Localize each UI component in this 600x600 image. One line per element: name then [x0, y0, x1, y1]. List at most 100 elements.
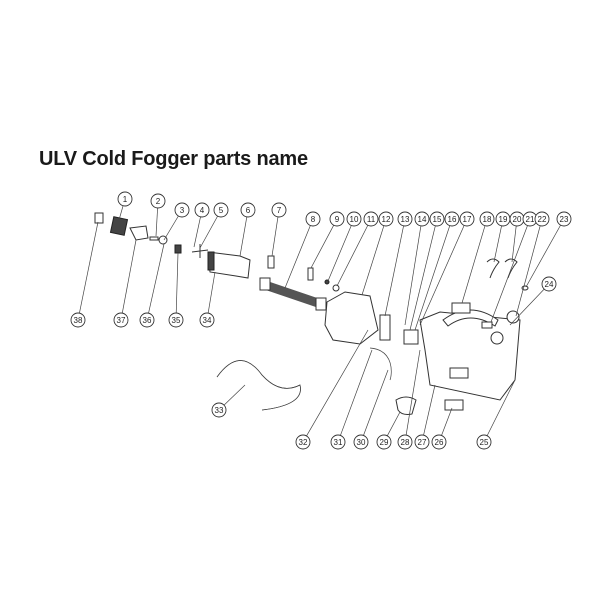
part-power-cord [369, 347, 392, 381]
leader-line [155, 207, 158, 237]
leader-line [509, 288, 545, 326]
leader-line [493, 225, 502, 263]
callout-circle [329, 211, 345, 227]
callout-33: 33 [211, 402, 227, 418]
callout-number: 12 [382, 215, 391, 224]
callout-number: 34 [203, 316, 212, 325]
callout-8: 8 [305, 211, 321, 227]
part-corrugated-hose [263, 280, 320, 308]
callout-29: 29 [376, 434, 392, 450]
callout-number: 13 [401, 215, 410, 224]
callout-number: 36 [143, 316, 152, 325]
callout-20: 20 [509, 211, 525, 227]
callout-circle [444, 211, 460, 227]
callout-circle [363, 211, 379, 227]
callout-circle [414, 211, 430, 227]
callout-circle [431, 434, 447, 450]
callout-22: 22 [534, 211, 550, 227]
callout-36: 36 [139, 312, 155, 328]
callout-11: 11 [363, 211, 379, 227]
callout-37: 37 [113, 312, 129, 328]
part-33-hose [216, 360, 301, 411]
callout-number: 37 [117, 316, 126, 325]
callout-number: 9 [335, 215, 340, 224]
callout-number: 26 [435, 438, 444, 447]
callout-number: 4 [200, 206, 205, 215]
callout-number: 16 [448, 215, 457, 224]
callout-circle [295, 434, 311, 450]
callout-number: 28 [401, 438, 410, 447]
part-cone [129, 225, 149, 241]
callout-circle [168, 312, 184, 328]
leader-line [121, 239, 137, 314]
callout-number: 27 [418, 438, 427, 447]
callout-number: 6 [246, 206, 251, 215]
callout-circle [429, 211, 445, 227]
callout-circle [174, 202, 190, 218]
part-29 [395, 396, 417, 415]
callout-number: 5 [219, 206, 224, 215]
callout-circle [330, 434, 346, 450]
callout-number: 1 [123, 195, 128, 204]
callout-number: 32 [299, 438, 308, 447]
leader-line [148, 243, 165, 314]
callout-number: 10 [350, 215, 359, 224]
leader-line [239, 216, 248, 257]
part-11 [332, 284, 340, 292]
part-pipe-ring [207, 251, 215, 271]
part-9 [307, 267, 314, 281]
leader-line [284, 225, 311, 289]
leader-line [118, 205, 124, 221]
part-filler-cap [506, 310, 520, 324]
callout-circle [199, 312, 215, 328]
callout-number: 35 [172, 316, 181, 325]
callout-number: 20 [513, 215, 522, 224]
callout-number: 25 [480, 438, 489, 447]
callout-number: 3 [180, 206, 185, 215]
callout-number: 8 [311, 215, 316, 224]
part-13-ring [379, 314, 391, 341]
callout-circle [556, 211, 572, 227]
leader-line [163, 215, 179, 241]
leader-line [207, 271, 216, 314]
part-pin [149, 236, 159, 241]
callout-circle [397, 211, 413, 227]
callout-23: 23 [556, 211, 572, 227]
leader-line [340, 349, 373, 436]
callout-14: 14 [414, 211, 430, 227]
leader-line [414, 225, 451, 331]
callout-number: 38 [74, 316, 83, 325]
leader-line [525, 224, 561, 288]
callout-35: 35 [168, 312, 184, 328]
callout-circle [150, 193, 166, 209]
part-motor-housing [324, 291, 379, 345]
callout-30: 30 [353, 434, 369, 450]
callout-circle [211, 402, 227, 418]
leader-line [441, 407, 453, 436]
part-cross-fitting [191, 244, 209, 258]
callout-10: 10 [346, 211, 362, 227]
part-19 [481, 321, 493, 329]
leader-line [404, 225, 422, 326]
callout-circle [479, 211, 495, 227]
part-hose-end [259, 277, 271, 291]
callout-27: 27 [414, 434, 430, 450]
callout-number: 17 [463, 215, 472, 224]
part-33-hose-inner [216, 360, 301, 411]
callout-number: 15 [433, 215, 442, 224]
callout-number: 14 [418, 215, 427, 224]
diagram-title: ULV Cold Fogger parts name [39, 148, 308, 170]
part-fan-disc [403, 329, 419, 345]
callout-circle [70, 312, 86, 328]
callout-circle [534, 211, 550, 227]
callout-32: 32 [295, 434, 311, 450]
part-tank-cap [490, 331, 504, 345]
callout-12: 12 [378, 211, 394, 227]
leader-line [409, 225, 436, 331]
part-small-connector [267, 255, 275, 269]
callout-13: 13 [397, 211, 413, 227]
callout-number: 21 [526, 215, 535, 224]
callout-3: 3 [174, 202, 190, 218]
callout-circle [139, 312, 155, 328]
leader-line [327, 225, 352, 282]
